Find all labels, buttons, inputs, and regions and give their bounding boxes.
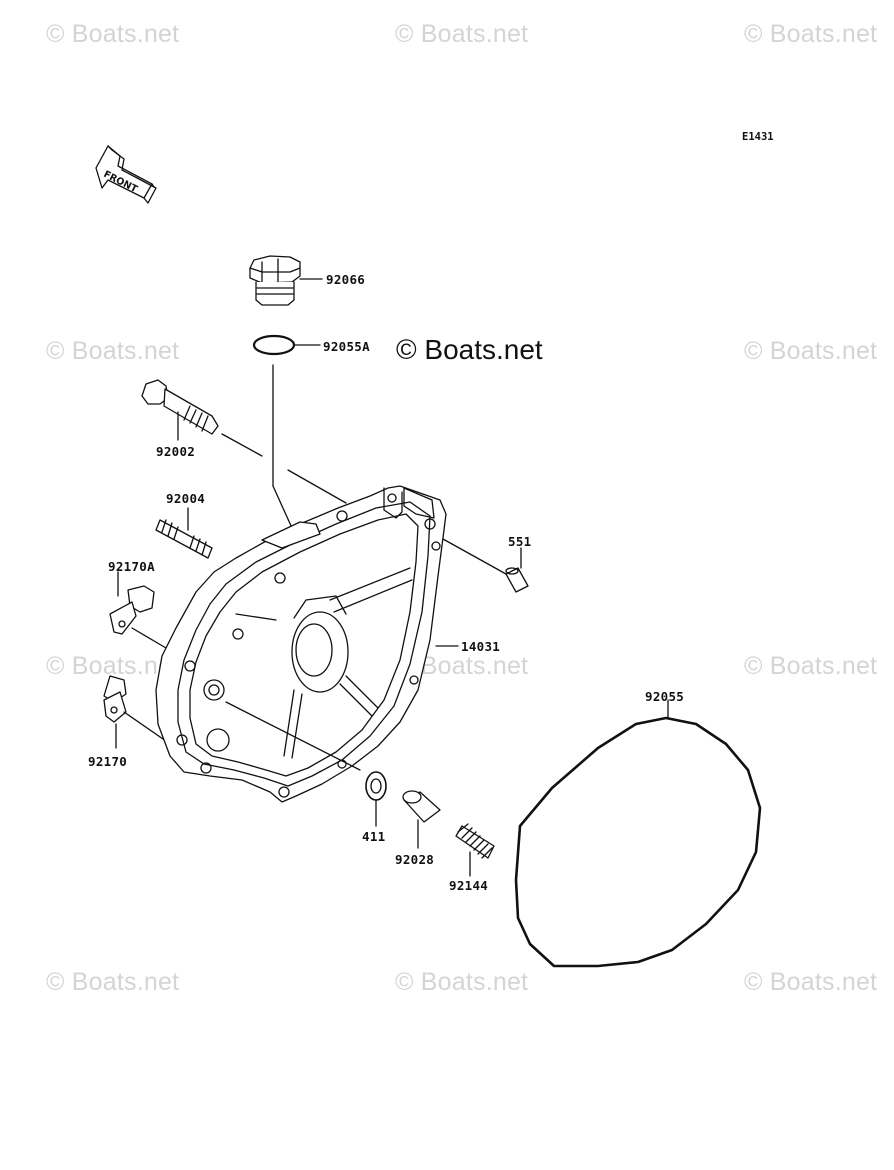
watermark: © Boats.net: [46, 652, 180, 680]
bushing-92028: [402, 790, 441, 849]
cover-14031: [155, 485, 459, 803]
part-label-92144[interactable]: 92144: [449, 878, 489, 893]
clamp-92170a: [109, 571, 167, 649]
dowel-551: [433, 533, 529, 593]
part-label-14031[interactable]: 14031: [461, 639, 501, 654]
stud-92004: [155, 507, 213, 559]
watermark: © Boats.net: [744, 337, 878, 365]
watermark: © Boats.net: [395, 968, 529, 996]
watermark: © Boats.net: [744, 652, 878, 680]
part-label-92170a[interactable]: 92170A: [108, 559, 155, 574]
bolt-92002: [141, 379, 347, 504]
part-label-551[interactable]: 551: [508, 534, 532, 549]
watermark-center: © Boats.net: [396, 334, 543, 365]
o-ring-92055a: [252, 334, 296, 356]
part-label-92055[interactable]: 92055: [645, 689, 685, 704]
part-label-411[interactable]: 411: [362, 829, 386, 844]
watermark: © Boats.net: [744, 20, 878, 48]
washer-411: [365, 771, 387, 827]
part-label-92066[interactable]: 92066: [326, 272, 366, 287]
spring-92144: [455, 823, 495, 877]
watermark: © Boats.net: [46, 968, 180, 996]
plug-92066: [249, 255, 323, 306]
diagram-code: E1431: [742, 131, 774, 143]
front-arrow-icon: FRONT: [95, 145, 157, 204]
part-label-92170[interactable]: 92170: [88, 754, 128, 769]
part-label-92004[interactable]: 92004: [166, 491, 206, 506]
gasket-92055: [514, 716, 762, 968]
part-label-92055a[interactable]: 92055A: [323, 339, 370, 354]
clamp-92170: [103, 675, 177, 749]
watermark: © Boats.net: [744, 968, 878, 996]
watermark: © Boats.net: [46, 337, 180, 365]
watermark: © Boats.net: [395, 20, 529, 48]
part-label-92028[interactable]: 92028: [395, 852, 435, 867]
part-label-92002[interactable]: 92002: [156, 444, 196, 459]
watermark: © Boats.net: [46, 20, 180, 48]
